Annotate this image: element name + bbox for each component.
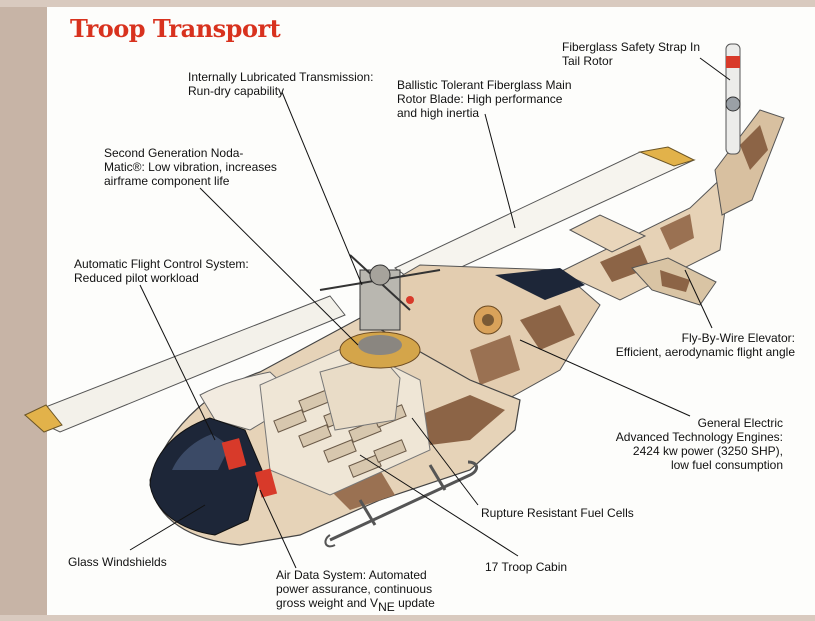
frame-bottom-border [0,615,815,621]
callout-air-data-line-1: Air Data System: Automated [276,568,427,582]
leader-line-transmission [281,91,363,286]
leader-line-windshields [129,504,206,551]
callout-troop-cabin: 17 Troop Cabin [485,560,568,574]
leader-line-air-data [259,489,297,569]
callout-elevator-line-1: Fly-By-Wire Elevator: [681,331,795,345]
frame-left-border [0,0,47,621]
callout-nodamatic: Second Generation Noda- Matic®: Low vibr… [104,146,277,188]
callout-engines-line-2: Advanced Technology Engines: [615,430,783,444]
leader-line-safety-strap [699,57,731,81]
main-rotor-blade-front [23,295,346,433]
diagram-title: Troop Transport [70,14,281,43]
leader-line-rotor-blade [484,113,516,229]
callout-flight-control: Automatic Flight Control System: Reduced… [74,257,249,285]
callout-windshields: Glass Windshields [68,555,167,569]
callout-rotor-blade-line-3: and high inertia [397,106,480,120]
callout-engines-line-4: low fuel consumption [670,458,783,472]
callout-nodamatic-line-3: airframe component life [104,174,230,188]
tail-fin [714,109,785,216]
callout-fuel-cells: Rupture Resistant Fuel Cells [481,506,634,520]
callout-flight-control-line-2: Reduced pilot workload [74,271,199,285]
callout-rotor-blade-line-2: Rotor Blade: High performance [397,92,563,106]
callout-rotor-blade: Ballistic Tolerant Fiberglass Main Rotor… [397,78,572,120]
tail-boom [558,168,731,301]
rotor-head-transmission [319,254,441,369]
landing-skids [324,460,478,548]
tail-rotor [725,43,741,155]
leader-line-elevator [684,269,713,329]
callout-elevator-line-2: Efficient, aerodynamic flight angle [615,345,795,359]
callout-air-data: Air Data System: Automated power assuran… [276,568,435,614]
callout-elevator: Fly-By-Wire Elevator: Efficient, aerodyn… [616,331,795,359]
troop-cabin-interior [259,344,431,496]
horizontal-stabilizer [568,214,717,306]
callout-engines-line-3: 2424 kw power (3250 SHP), [632,444,783,458]
leader-line-troop-cabin [359,454,519,557]
callout-transmission: Internally Lubricated Transmission: Run-… [188,70,373,98]
callout-engines: General Electric Advanced Technology Eng… [616,416,783,472]
air-data-vne-subscript: NE [378,600,395,614]
frame-top-border [0,0,815,7]
air-data-line-3-suffix: update [394,596,435,610]
callout-safety-strap-line-1: Fiberglass Safety Strap In [562,40,701,54]
callout-transmission-line-1: Internally Lubricated Transmission: [188,70,374,84]
leader-line-nodamatic [199,187,359,346]
callout-rotor-blade-line-1: Ballistic Tolerant Fiberglass Main [397,78,572,92]
leader-line-flight-control [139,284,216,441]
cockpit-nose [149,417,278,536]
air-data-line-3-prefix: gross weight and V [276,596,379,610]
callout-air-data-line-2: power assurance, continuous [276,582,433,596]
callout-air-data-line-3: gross weight and VNE update [276,596,435,614]
callout-flight-control-line-1: Automatic Flight Control System: [74,257,249,271]
callout-safety-strap-line-2: Tail Rotor [562,54,613,68]
leader-line-engines [519,339,691,417]
engine-housing [359,264,601,421]
leader-line-fuel-cells [411,417,479,506]
callout-transmission-line-2: Run-dry capability [188,84,285,98]
callout-nodamatic-line-2: Matic®: Low vibration, increases [104,160,277,174]
callout-nodamatic-line-1: Second Generation Noda- [104,146,244,160]
leader-lines [129,57,731,569]
callout-safety-strap: Fiberglass Safety Strap In Tail Rotor [562,40,700,68]
callout-engines-line-1: General Electric [697,416,783,430]
